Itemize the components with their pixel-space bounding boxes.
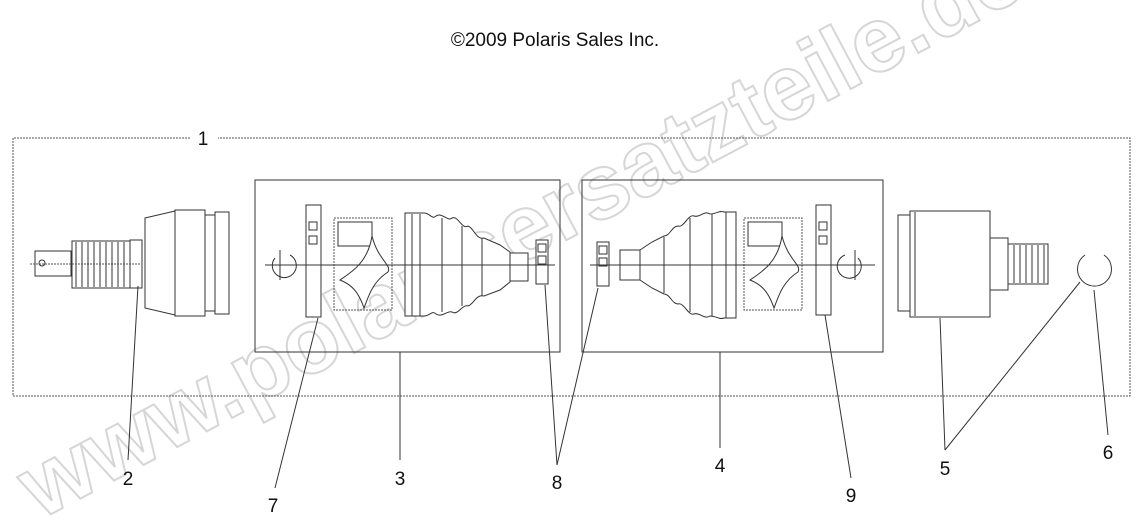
outboard-boot-kit-box [254,179,561,353]
grease-packet-inboard[interactable] [743,217,803,311]
grease-packet[interactable] [333,217,393,311]
retaining-ring[interactable] [1077,254,1112,287]
assembly-box [12,137,1131,397]
small-clamp-inboard[interactable] [596,241,610,287]
callout-7[interactable]: 7 [268,496,279,517]
copyright-text: ©2009 Polaris Sales Inc. [451,30,659,51]
outboard-cv-joint[interactable] [30,209,230,317]
callout-1[interactable]: 1 [198,129,209,150]
callout-9[interactable]: 9 [846,486,857,507]
callout-5[interactable]: 5 [940,459,951,480]
callout-4[interactable]: 4 [715,456,726,477]
inboard-cv-joint[interactable] [897,210,1049,318]
outboard-clamp-7[interactable] [305,204,322,318]
callout-6[interactable]: 6 [1103,443,1114,464]
callout-8[interactable]: 8 [552,473,563,494]
leader-lines [127,281,1109,489]
small-clamp-outboard[interactable] [535,239,549,285]
inboard-boot-kit-box [581,179,884,353]
callout-2[interactable]: 2 [123,469,134,490]
inboard-clamp-9[interactable] [815,204,832,316]
callout-3[interactable]: 3 [395,469,406,490]
